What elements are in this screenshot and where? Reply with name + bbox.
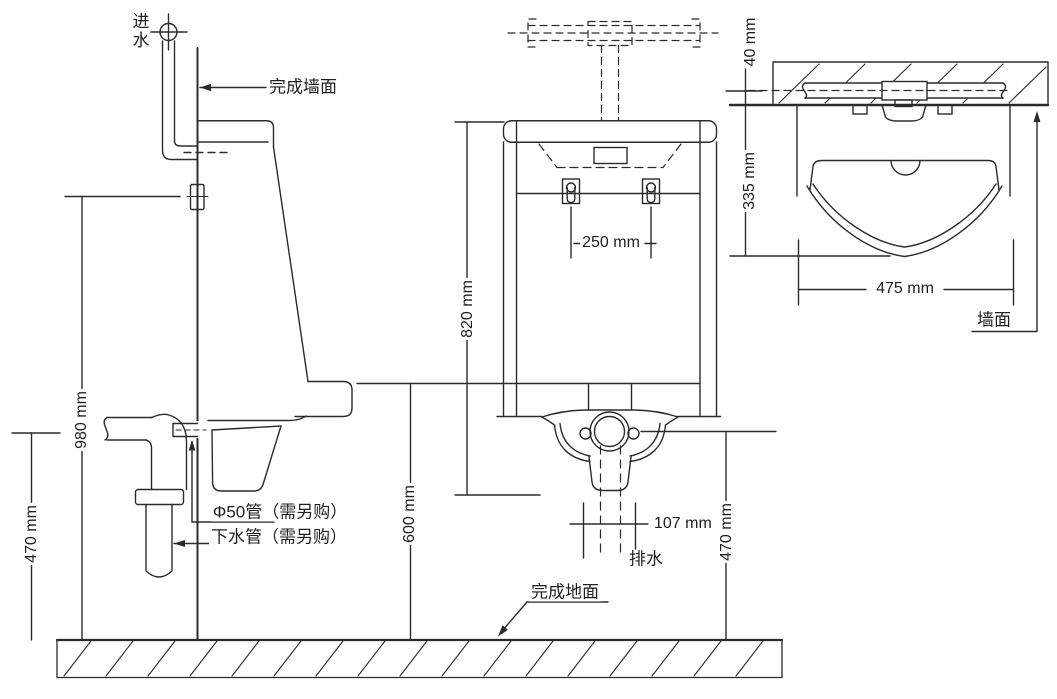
wall-label: 墙面	[975, 310, 1013, 330]
drain-outlet-stub	[172, 422, 207, 438]
front-view	[356, 18, 777, 641]
dim-470mm-right: 470 mm	[718, 501, 736, 563]
dim-475mm: 475 mm	[874, 280, 936, 298]
dim-250mm: 250 mm	[580, 234, 642, 252]
dim-820mm: 820 mm	[459, 278, 477, 340]
urinal-top-outline	[796, 104, 1011, 258]
mounting-brackets	[561, 178, 661, 205]
urinal-side-profile	[196, 120, 353, 492]
pipe50-note: Φ50管（需另购）	[210, 502, 350, 522]
drain-pipe-note: 下水管（需另购）	[209, 527, 349, 547]
top-view	[725, 61, 1050, 333]
side-view-dimensions	[11, 195, 181, 641]
water-inlet-pipe	[150, 13, 229, 161]
wall-bracket	[186, 183, 209, 211]
dim-107mm: 107 mm	[652, 515, 714, 533]
drain-pipe-trap	[103, 413, 188, 578]
drain-label: 排水	[627, 549, 665, 569]
wall-section	[728, 61, 1050, 108]
dim-335mm: 335 mm	[741, 150, 759, 212]
dim-600mm: 600 mm	[401, 483, 419, 545]
side-view	[11, 13, 353, 641]
dim-980mm: 980 mm	[73, 389, 91, 451]
dim-40mm: 40 mm	[742, 15, 760, 69]
finished-floor-label: 完成地面	[529, 582, 601, 602]
dim-470mm-left: 470 mm	[23, 503, 41, 565]
finished-wall-label: 完成墙面	[267, 77, 339, 97]
pipe50-leader	[188, 440, 275, 523]
finished-floor-leader	[498, 601, 609, 637]
top-view-dimensions	[725, 65, 1015, 306]
urinal-front-body	[356, 120, 722, 558]
finished-floor-section	[55, 638, 784, 679]
concealed-supply-dashed	[507, 18, 719, 121]
wall-label-leader	[971, 111, 1041, 333]
inlet-label: 进水	[132, 11, 150, 50]
finished-wall-leader	[199, 83, 267, 92]
